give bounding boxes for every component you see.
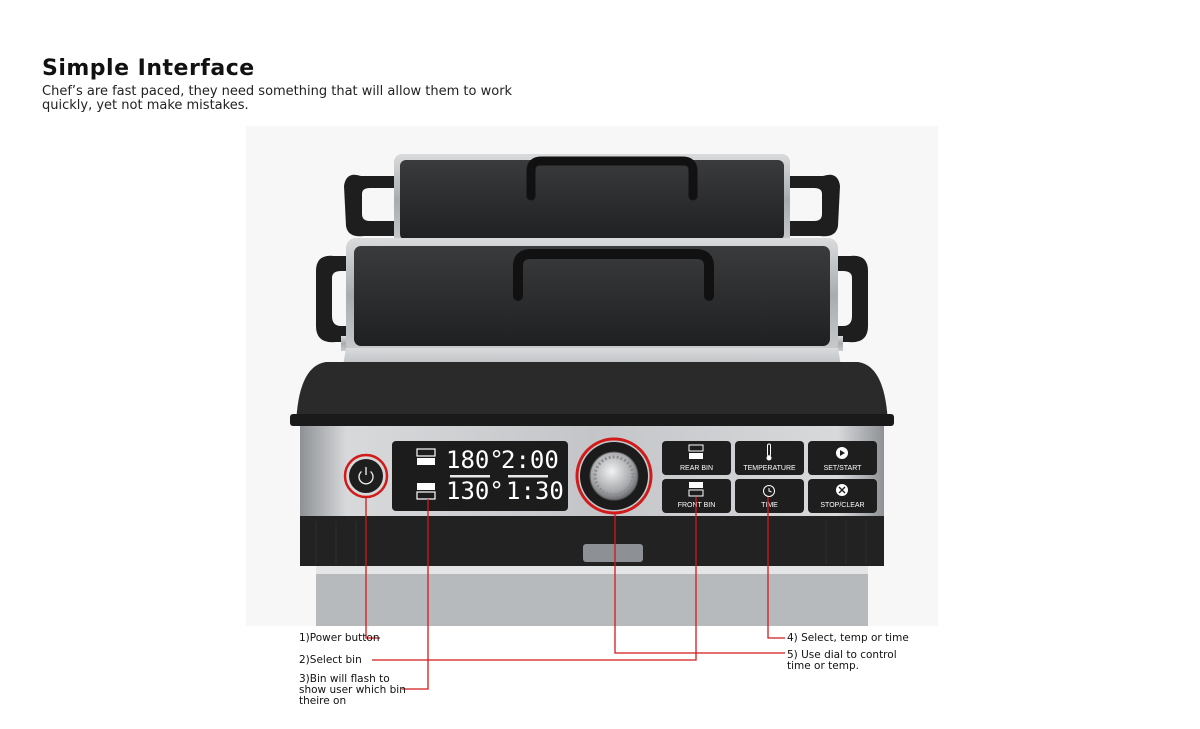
front-bin-label: FRONT BIN [678,502,716,509]
callout-power-button: 1)Power button [299,632,380,644]
rear-tray [344,154,840,246]
power-icon [358,467,374,485]
rear-temp-readout: 180° [446,446,504,474]
rear-bin-indicator [416,448,436,465]
set-start-button[interactable]: SET/START [808,441,877,475]
product-render: 180° 2:00 130° 1:30 REAR BIN [246,126,938,626]
rear-bin-button[interactable]: REAR BIN [662,441,731,475]
callout-bin-flash-line1: 3)Bin will flash to [299,673,390,685]
callout-bin-flash-line3: theire on [299,695,347,707]
power-button[interactable] [343,453,389,499]
front-temp-readout: 130° [446,477,504,505]
callout-dial-line1: 5) Use dial to control [787,649,897,661]
rear-progress-bar [450,475,490,478]
lcd-display: 180° 2:00 130° 1:30 [392,441,568,511]
x-icon [836,484,848,496]
page-title: Simple Interface [42,56,255,81]
front-bin-icon [688,482,704,497]
control-dial[interactable] [575,437,653,515]
front-progress-bar [508,475,548,478]
stop-clear-button[interactable]: STOP/CLEAR [808,479,877,513]
clock-icon [763,485,775,497]
callout-select-bin: 2)Select bin [299,654,362,666]
rear-bin-icon [688,444,704,459]
callout-dial: 5) Use dial to control time or temp. [787,650,897,672]
stop-clear-label: STOP/CLEAR [820,502,864,509]
callout-dial-line2: time or temp. [787,660,859,672]
time-label: TIME [761,502,778,509]
set-start-label: SET/START [824,465,863,472]
play-icon [836,447,848,459]
thermometer-icon [766,443,772,461]
callout-temp-time: 4) Select, temp or time [787,632,909,644]
appliance-illustration: 180° 2:00 130° 1:30 REAR BIN [290,154,894,626]
temperature-button[interactable]: TEMPERATURE [735,441,804,475]
time-button[interactable]: TIME [735,479,804,513]
front-bin-button[interactable]: FRONT BIN [662,479,731,513]
front-time-readout: 1:30 [506,477,564,505]
temperature-label: TEMPERATURE [743,465,796,472]
callout-bin-flash: 3)Bin will flash to show user which bin … [299,674,406,707]
rear-time-readout: 2:00 [501,446,559,474]
page-subtitle: Chef’s are fast paced, they need somethi… [42,84,513,113]
rear-bin-label: REAR BIN [680,465,713,472]
callout-bin-flash-line2: show user which bin [299,684,406,696]
